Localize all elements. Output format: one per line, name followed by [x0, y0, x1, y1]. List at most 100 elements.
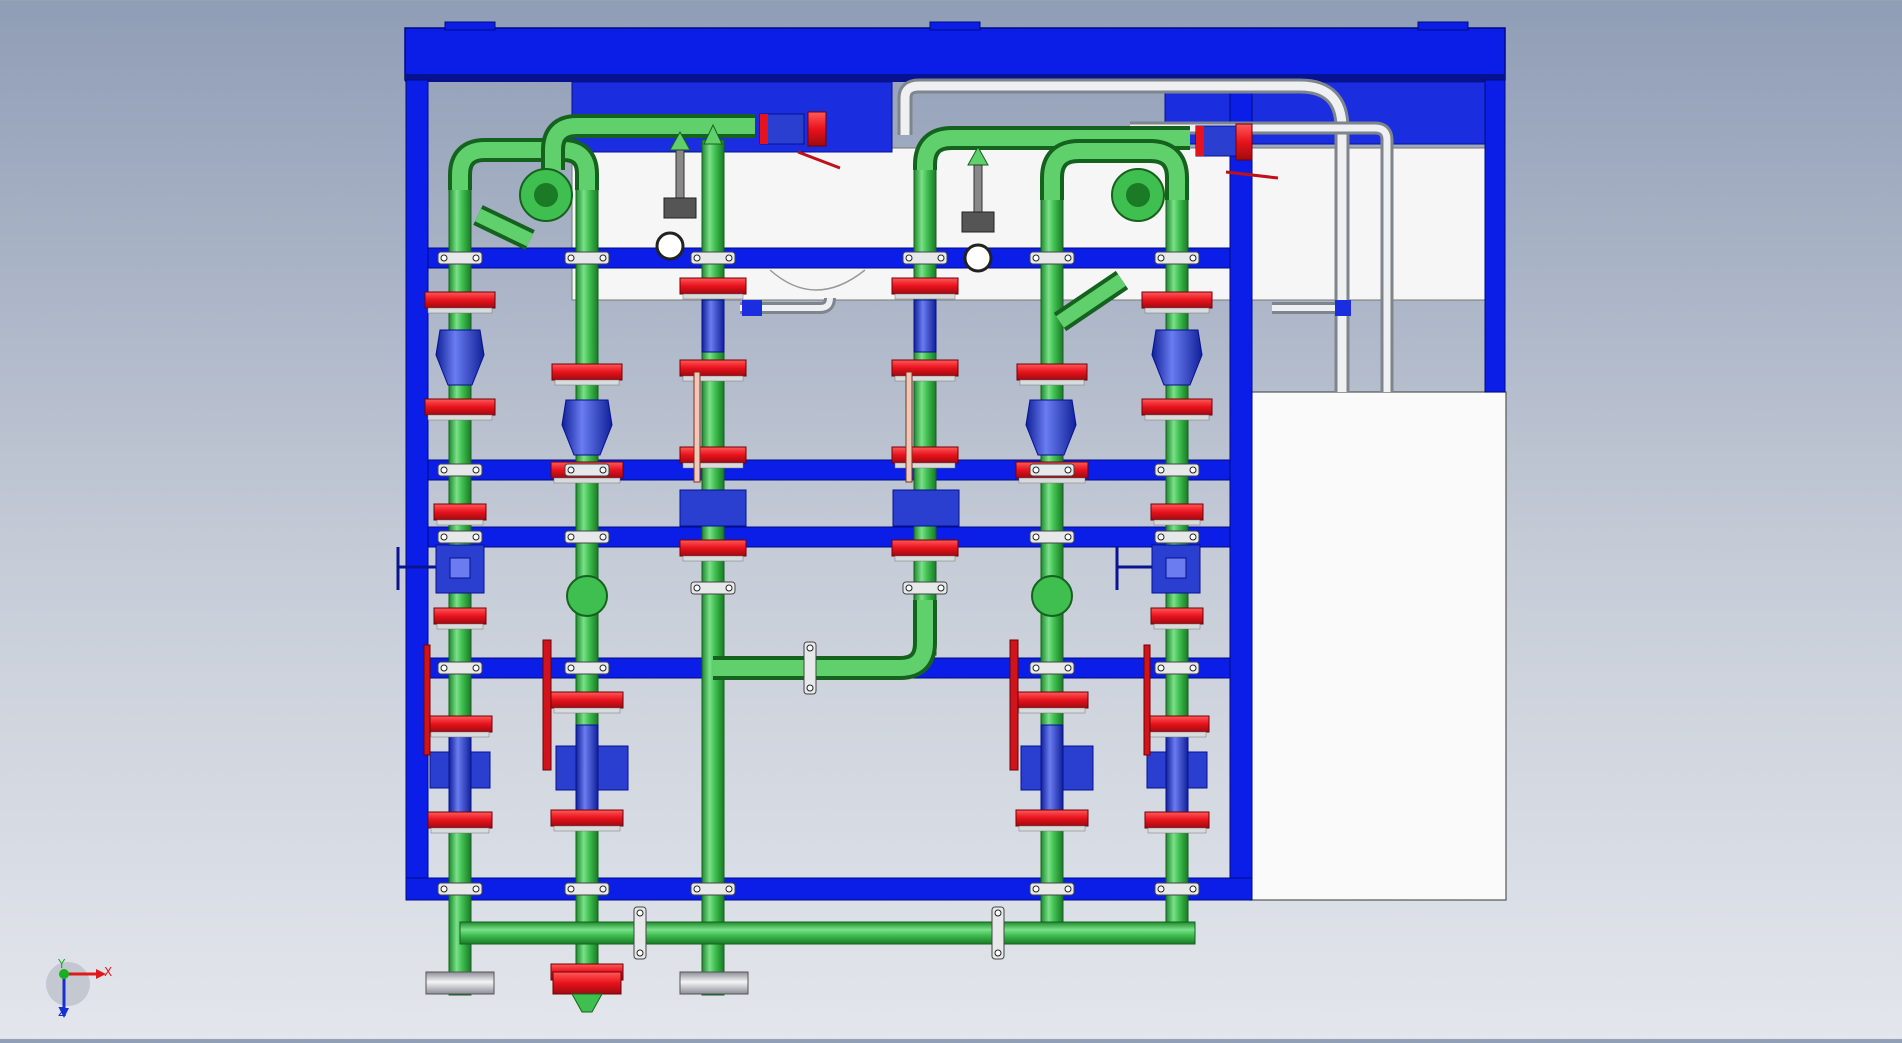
- pipe-clamp-24: [1029, 882, 1075, 896]
- flange-9: [550, 691, 624, 709]
- z-axis-label: Z: [58, 1005, 66, 1019]
- lifting-lug-2: [929, 21, 981, 31]
- triad-origin-shadow: [46, 962, 90, 1006]
- header-clamp-2: [633, 906, 647, 960]
- valve-handles: [423, 111, 1279, 771]
- flange-27: [1150, 607, 1204, 625]
- vessel-panel-right: [1231, 147, 1489, 301]
- flowmeter-2: [892, 489, 960, 527]
- pipe-clamp-21: [437, 882, 483, 896]
- strainer-1: [435, 329, 485, 386]
- stub-2: [913, 299, 937, 353]
- flange-4: [433, 607, 487, 625]
- pipe-clamp-20: [1154, 661, 1200, 675]
- pipe-clamp-7: [437, 463, 483, 477]
- beam-3: [427, 526, 1231, 548]
- flowmeter-1: [679, 489, 747, 527]
- flange-5: [427, 715, 493, 733]
- flange-12: [679, 277, 747, 295]
- pipe-clamp-2: [564, 251, 610, 265]
- pipe-clamp-11: [437, 530, 483, 544]
- pipe-clamps: [437, 251, 1200, 960]
- header-clamp-3: [991, 906, 1005, 960]
- pipe-clamp-10: [1154, 463, 1200, 477]
- gate-valve-1: [435, 544, 485, 594]
- flange-2: [424, 398, 496, 416]
- pressure-gauge-1: [655, 231, 685, 261]
- pipe-clamp-9: [1029, 463, 1075, 477]
- pipe-run-3: [701, 139, 725, 996]
- lever-handle-2: [542, 639, 552, 771]
- lever-handle-1: [423, 644, 431, 756]
- flange-14: [679, 446, 747, 464]
- y-axis-label: Y: [57, 957, 66, 971]
- pipe-clamp-18: [564, 661, 610, 675]
- post-mid: [1229, 79, 1253, 901]
- bottom-header: [459, 921, 1196, 945]
- flange-29: [1144, 811, 1210, 829]
- vessel-outline-left: [769, 269, 866, 291]
- flange-28: [1144, 715, 1210, 733]
- lifting-lug-3: [1417, 21, 1469, 31]
- header-clamp-1: [803, 641, 817, 695]
- outlet-flanges: [425, 971, 749, 1013]
- flange-25: [1141, 398, 1213, 416]
- cross-header: [713, 600, 937, 680]
- pipe-clamp-14: [1154, 530, 1200, 544]
- flange-15: [679, 539, 747, 557]
- strainer-2: [561, 399, 613, 456]
- flange-1: [424, 291, 496, 309]
- check-valve-1: [566, 575, 608, 617]
- beam-bottom: [405, 877, 1253, 901]
- pipe-clamp-4: [902, 251, 948, 265]
- strainer-3: [1025, 399, 1077, 456]
- top-beam: [404, 27, 1506, 81]
- pipe-clamp-12: [564, 530, 610, 544]
- lifting-lug-1: [444, 21, 496, 31]
- pipe-clamp-25: [1154, 882, 1200, 896]
- pipe-clamp-15: [690, 581, 736, 595]
- pipe-clamp-22: [564, 882, 610, 896]
- pipe-clamp-6: [1154, 251, 1200, 265]
- stub-1: [701, 299, 725, 353]
- top-valve-flange-1: [807, 111, 827, 147]
- flange-17: [891, 359, 959, 377]
- post-left: [405, 79, 429, 901]
- lever-handle-4: [1143, 644, 1151, 756]
- flange-22: [1015, 691, 1089, 709]
- axis-triad: X Y Z: [46, 957, 112, 1019]
- pressure-gauge-2: [963, 243, 993, 273]
- flange-24: [1141, 291, 1213, 309]
- flange-20: [1016, 363, 1088, 381]
- beam-2: [427, 459, 1231, 481]
- pipe-clamp-16: [902, 581, 948, 595]
- check-valve-2: [1031, 575, 1073, 617]
- lever-handle-3: [1009, 639, 1019, 771]
- tank-box: [1249, 391, 1507, 901]
- pipe-clamp-5: [1029, 251, 1075, 265]
- beam-1: [427, 247, 1231, 269]
- flange-23: [1015, 809, 1089, 827]
- pipe-clamp-19: [1029, 661, 1075, 675]
- instrument-tubing: [740, 78, 1394, 392]
- pressure-gauges: [655, 123, 995, 273]
- flange-19: [891, 539, 959, 557]
- flange-7: [551, 363, 623, 381]
- flange-3: [433, 503, 487, 521]
- pipe-clamp-23: [690, 882, 736, 896]
- x-axis-label: X: [104, 965, 112, 979]
- flange-16: [891, 277, 959, 295]
- top-valve-flange-2: [1235, 123, 1253, 161]
- strainer-4: [1151, 329, 1203, 386]
- flange-10: [550, 809, 624, 827]
- pipe-clamp-13: [1029, 530, 1075, 544]
- post-right: [1484, 79, 1506, 393]
- y-axis-dot: [59, 969, 69, 979]
- flange-18: [891, 446, 959, 464]
- pipe-clamp-8: [564, 463, 610, 477]
- pipe-clamp-1: [437, 251, 483, 265]
- flange-26: [1150, 503, 1204, 521]
- pipe-clamp-17: [437, 661, 483, 675]
